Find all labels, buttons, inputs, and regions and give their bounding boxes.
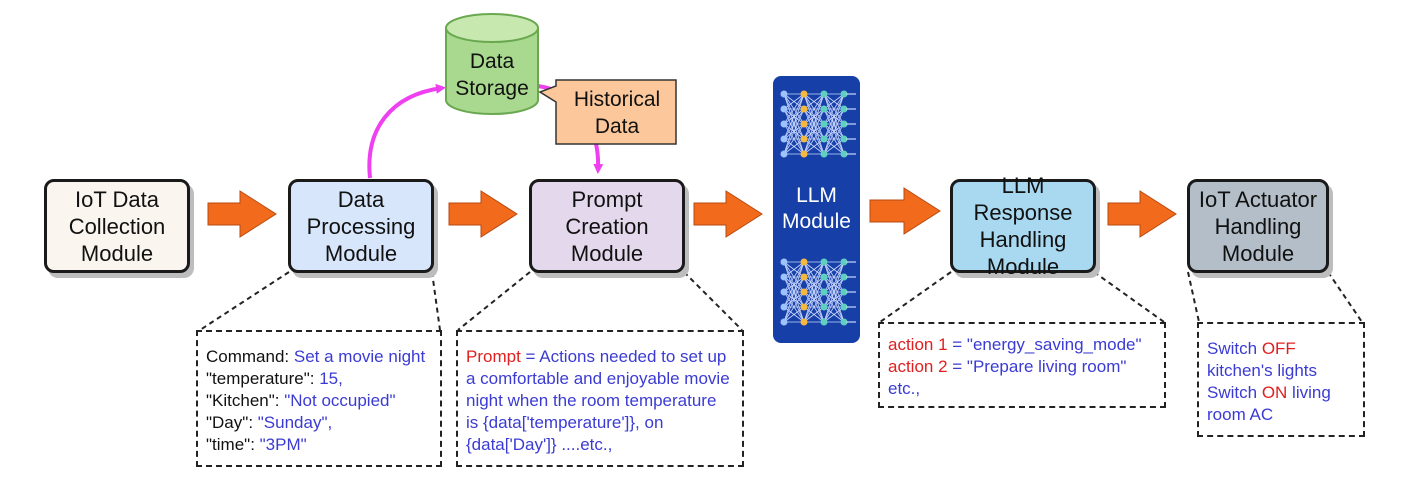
prompt-example-note: Prompt = Actions needed to set up a comf… bbox=[456, 330, 744, 467]
flow-arrow-3 bbox=[693, 190, 763, 238]
flow-arrow-2 bbox=[448, 190, 518, 238]
actuator-example-note: Switch OFF kitchen's lights Switch ON li… bbox=[1197, 322, 1365, 437]
flow-arrow-5 bbox=[1107, 190, 1177, 238]
iot-data-collection-module: IoT Data Collection Module bbox=[44, 179, 190, 273]
response-example-note: action 1 = "energy_saving_mode" action 2… bbox=[878, 322, 1166, 408]
iot-actuator-handling-module: IoT Actuator Handling Module bbox=[1187, 179, 1329, 273]
prompt-creation-module: Prompt Creation Module bbox=[529, 179, 685, 273]
flow-arrow-4 bbox=[869, 187, 941, 235]
historical-data-shape bbox=[538, 79, 677, 145]
data-storage-label: Data Storage bbox=[455, 50, 529, 100]
llm-response-handling-module: LLM Response Handling Module bbox=[950, 173, 1096, 279]
storage-cylinder-icon bbox=[445, 13, 539, 115]
historical-data-label: Historical Data bbox=[573, 88, 661, 138]
processing-example-note: Command: Set a movie night "temperature"… bbox=[196, 330, 442, 467]
flow-arrow-1 bbox=[207, 190, 277, 238]
to-storage-arrow bbox=[367, 83, 446, 179]
neural-network-bottom-icon bbox=[780, 258, 856, 326]
neural-network-top-icon bbox=[780, 90, 856, 158]
llm-module-label: LLM Module bbox=[782, 184, 851, 233]
data-processing-module: Data Processing Module bbox=[288, 179, 434, 273]
